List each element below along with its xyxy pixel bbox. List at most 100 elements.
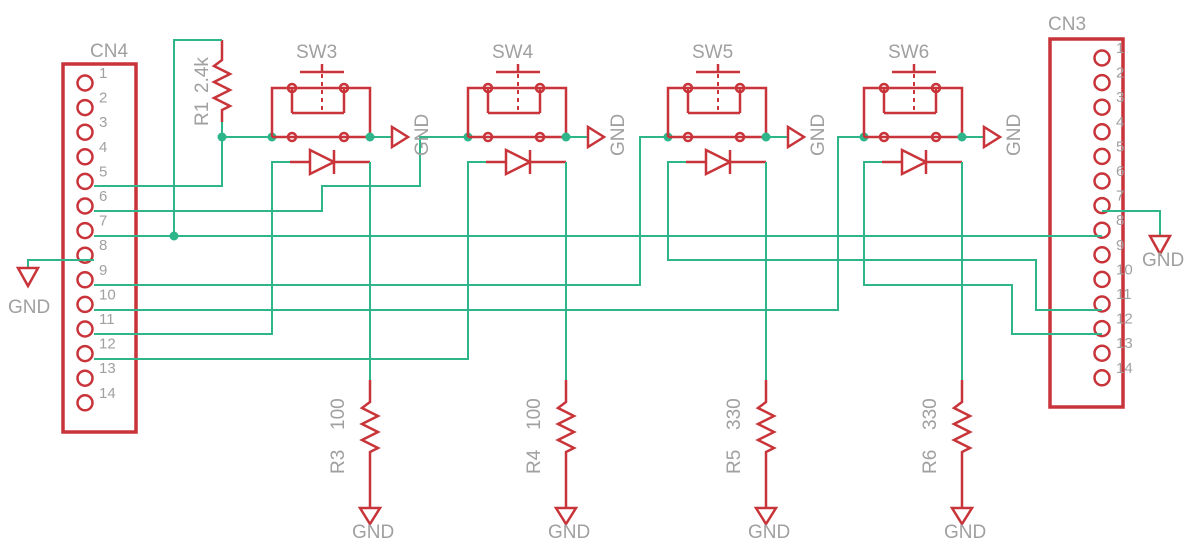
connector-pin-circle <box>1093 344 1111 362</box>
switch-label: SW4 <box>492 42 534 63</box>
connector-pin-circle <box>76 295 94 314</box>
connector-pin-circle <box>76 123 94 141</box>
junction-dot <box>561 132 571 142</box>
connector-pin-label: 12 <box>99 336 116 353</box>
connector-pin-circle <box>76 394 94 412</box>
connector-pin-circle <box>76 320 94 338</box>
switch-contact <box>734 82 746 94</box>
resistor-r1: R1 2.4k <box>192 40 233 126</box>
connector-pin-circle <box>76 148 94 166</box>
connector-pin-circle <box>1093 295 1111 313</box>
resistor-value: 330 <box>724 398 745 430</box>
ground-icon <box>553 506 579 527</box>
connector-pin-label: 14 <box>1116 360 1133 377</box>
ground-icon <box>1147 234 1173 257</box>
led-symbol <box>882 147 962 177</box>
switch-symbol <box>270 64 372 139</box>
switch-label: SW6 <box>888 42 929 63</box>
resistor-name: R5 <box>724 450 745 474</box>
connector-pin-label: 13 <box>1116 335 1133 352</box>
connector-pin-circle <box>1093 319 1111 338</box>
connector-pin-circle <box>76 197 94 215</box>
wire-cn4-pin8 <box>27 259 94 268</box>
connector-pin-circle <box>76 172 94 191</box>
switch-contact <box>482 131 494 143</box>
wire-cn4-pin12 <box>94 161 486 360</box>
connector-pin-circle <box>76 271 94 289</box>
connector-cn3-label: CN3 <box>1048 14 1086 35</box>
connector-pin-label: 5 <box>99 163 107 180</box>
resistor-r1-symbol <box>211 40 233 122</box>
led-symbol <box>290 147 370 177</box>
resistor-name: R4 <box>524 449 545 474</box>
junction-dot <box>365 132 375 142</box>
switch-gnd-label: GND <box>412 114 433 156</box>
connector-pin-circle <box>1093 221 1111 239</box>
resistor-symbol <box>555 380 577 508</box>
switch-contact <box>482 82 494 94</box>
connector-pin-label: 7 <box>1116 188 1124 205</box>
connector-pin-label: 12 <box>1116 311 1133 328</box>
connector-pin-label: 13 <box>99 360 116 377</box>
connector-pin-circle <box>76 98 94 117</box>
switch-contact <box>682 131 694 143</box>
switch-label: SW3 <box>296 42 337 63</box>
ground-icon <box>586 124 607 150</box>
ground-icon <box>15 266 41 289</box>
resistor-r1-value: 2.4k <box>192 57 213 93</box>
resistor-value: 330 <box>920 398 941 430</box>
resistor-symbol <box>755 380 777 508</box>
connector-pin-circle <box>1093 172 1111 190</box>
connector-pin-label: 8 <box>99 237 107 254</box>
wire-cn4-pin11 <box>94 161 290 335</box>
switch-contact <box>534 131 546 143</box>
switch-symbol <box>666 64 768 139</box>
wire-cn4-pin9 <box>94 136 668 286</box>
led-symbol <box>486 147 566 177</box>
switch-symbol <box>862 64 964 139</box>
switch-contact <box>338 82 350 94</box>
connector-pin-label: 10 <box>99 286 116 303</box>
wire-cn4-pin5 <box>94 122 223 187</box>
connector-pin-label: 10 <box>1116 261 1133 278</box>
connector-pin-label: 6 <box>99 188 107 205</box>
connector-pin-label: 3 <box>99 114 107 131</box>
connector-pin-label: 2 <box>99 90 107 107</box>
ground-icon <box>786 124 807 150</box>
connector-pin-circle <box>1093 147 1111 166</box>
gnd-left: GND <box>8 266 50 318</box>
switch-gnd-label: GND <box>808 114 829 156</box>
switch-contact <box>878 82 890 94</box>
connector-pin-label: 8 <box>1116 212 1124 229</box>
switch-gnd-label: GND <box>1004 114 1025 156</box>
junction-dot <box>761 132 771 142</box>
wire-cn4-pin10 <box>94 136 864 311</box>
connector-pin-circle <box>1093 49 1111 67</box>
switch-contact <box>534 82 546 94</box>
junction-dot <box>169 231 179 241</box>
connector-pin-circle <box>1093 73 1111 92</box>
switch-contact <box>878 131 890 143</box>
wire-cn3-pin12 <box>863 161 1102 335</box>
connector-pin-label: 4 <box>99 139 107 156</box>
connector-pin-label: 4 <box>1116 114 1124 131</box>
switch-contact <box>930 82 942 94</box>
wire-cn3-pin11 <box>667 161 1102 311</box>
connector-pin-circle <box>1093 196 1111 215</box>
connector-pin-circle <box>76 344 94 363</box>
connector-pin-label: 11 <box>1116 286 1132 303</box>
resistor-symbol <box>359 380 381 508</box>
ground-icon <box>357 506 383 527</box>
connector-cn3-body <box>1048 37 1125 409</box>
connector-cn4-label: CN4 <box>90 41 128 62</box>
gnd-right: GND <box>1142 234 1184 271</box>
connector-pin-label: 7 <box>99 213 107 230</box>
connector-pin-circle <box>76 221 94 240</box>
gnd-right-label: GND <box>1142 250 1184 271</box>
